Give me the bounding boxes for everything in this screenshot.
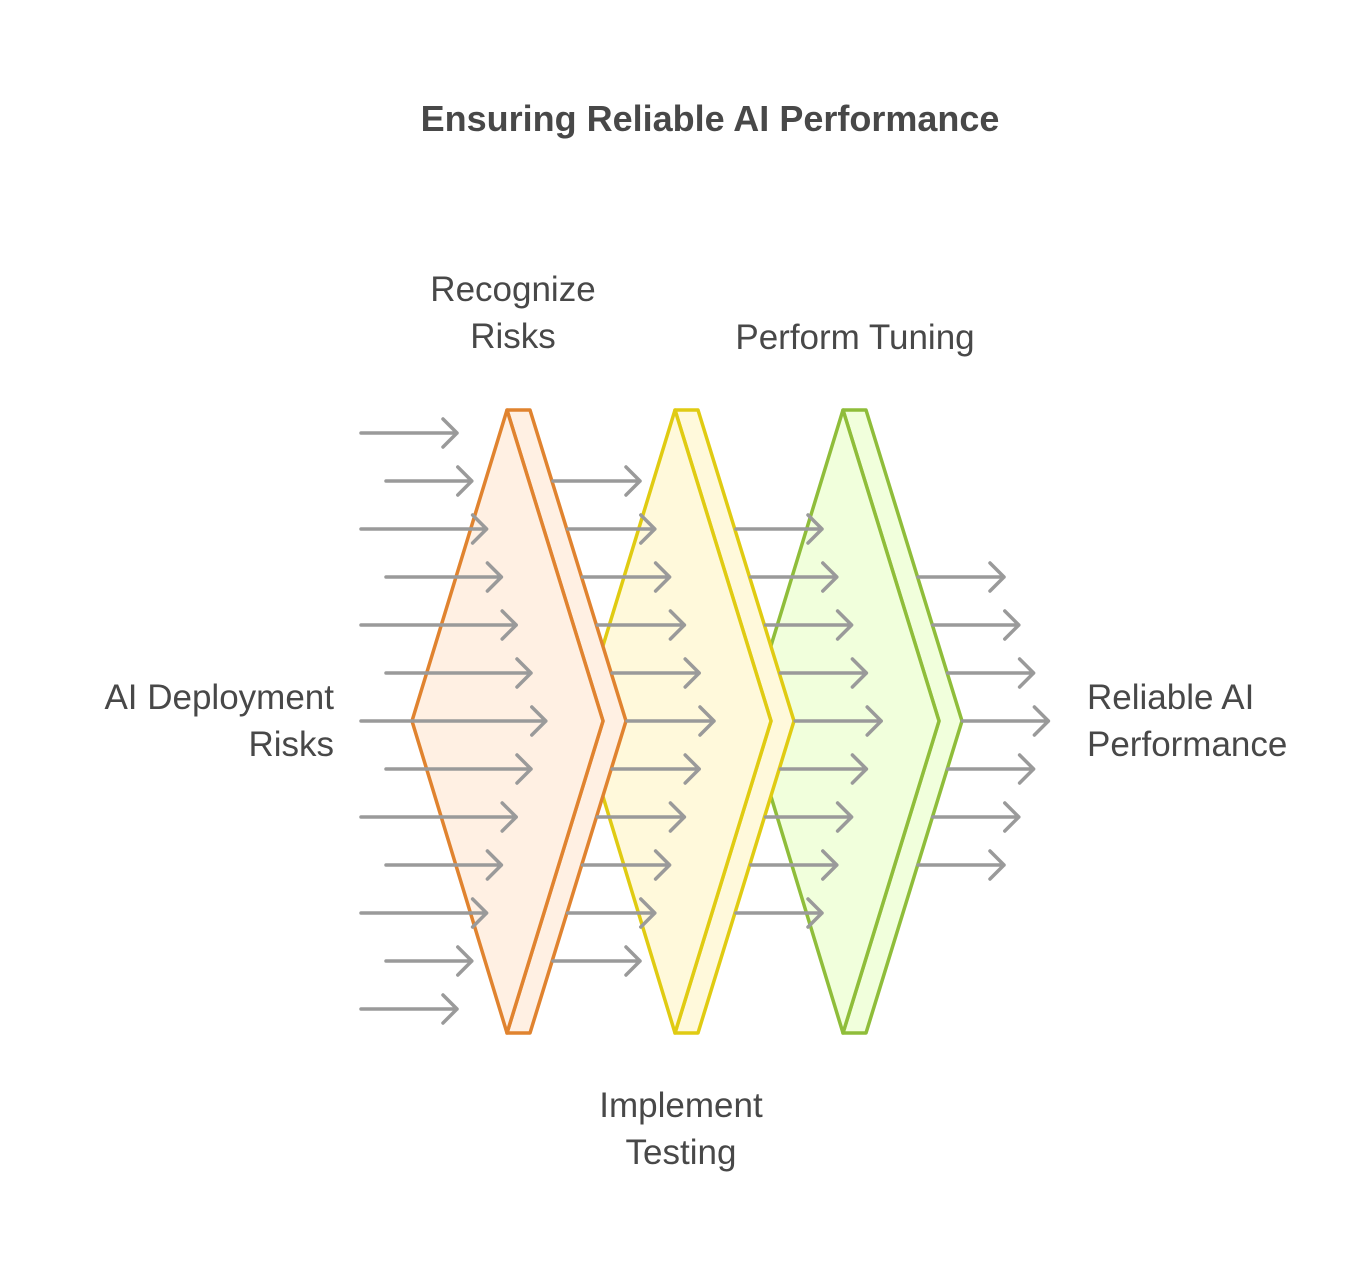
arrow-icon xyxy=(580,561,672,593)
arrow-icon xyxy=(778,753,869,785)
arrow-icon xyxy=(566,513,657,545)
arrow-icon xyxy=(734,513,824,545)
output-label-text: Reliable AI Performance xyxy=(1087,678,1288,764)
arrow-icon xyxy=(625,705,716,737)
arrow-icon xyxy=(384,849,504,881)
arrow-icon xyxy=(945,753,1036,785)
arrow-icon xyxy=(916,561,1006,593)
arrow-icon xyxy=(384,753,533,785)
arrow-icon xyxy=(931,801,1021,833)
arrow-icon xyxy=(734,897,824,929)
stage-label-implement-testing: Implement Testing xyxy=(571,1082,791,1176)
arrow-icon xyxy=(763,609,854,641)
arrow-icon xyxy=(749,849,839,881)
stage-label-text: Recognize Risks xyxy=(430,270,596,356)
arrow-icon xyxy=(359,417,459,449)
input-label: AI Deployment Risks xyxy=(60,674,334,768)
arrow-icon xyxy=(359,513,489,545)
stage-label-text: Perform Tuning xyxy=(735,318,975,357)
arrow-icon xyxy=(551,945,642,977)
arrow-icon xyxy=(359,609,518,641)
arrow-icon xyxy=(595,801,687,833)
arrow-icon xyxy=(359,705,548,737)
arrow-icon xyxy=(945,657,1036,689)
arrow-icon xyxy=(610,753,701,785)
output-label: Reliable AI Performance xyxy=(1087,674,1347,768)
arrow-icon xyxy=(595,609,687,641)
stage-label-perform-tuning: Perform Tuning xyxy=(700,314,1010,361)
input-label-text: AI Deployment Risks xyxy=(104,678,334,764)
arrow-icon xyxy=(960,705,1051,737)
arrow-icon xyxy=(916,849,1006,881)
arrow-icon xyxy=(580,849,672,881)
arrow-icon xyxy=(778,657,869,689)
arrow-icon xyxy=(384,561,504,593)
arrow-icon xyxy=(763,801,854,833)
stage-label-text: Implement Testing xyxy=(599,1086,763,1172)
arrow-icon xyxy=(793,705,883,737)
arrow-icon xyxy=(384,465,474,497)
arrow-icon xyxy=(384,945,474,977)
arrow-icon xyxy=(359,801,518,833)
arrow-icon xyxy=(359,993,459,1025)
arrow-icon xyxy=(551,465,642,497)
arrow-icon xyxy=(610,657,701,689)
arrow-icon xyxy=(359,897,489,929)
arrow-icon xyxy=(749,561,839,593)
stage-label-recognize-risks: Recognize Risks xyxy=(403,266,623,360)
arrow-icon xyxy=(566,897,657,929)
arrow-icon xyxy=(384,657,533,689)
arrow-icon xyxy=(931,609,1021,641)
diagram-title: Ensuring Reliable AI Performance xyxy=(420,98,1000,139)
